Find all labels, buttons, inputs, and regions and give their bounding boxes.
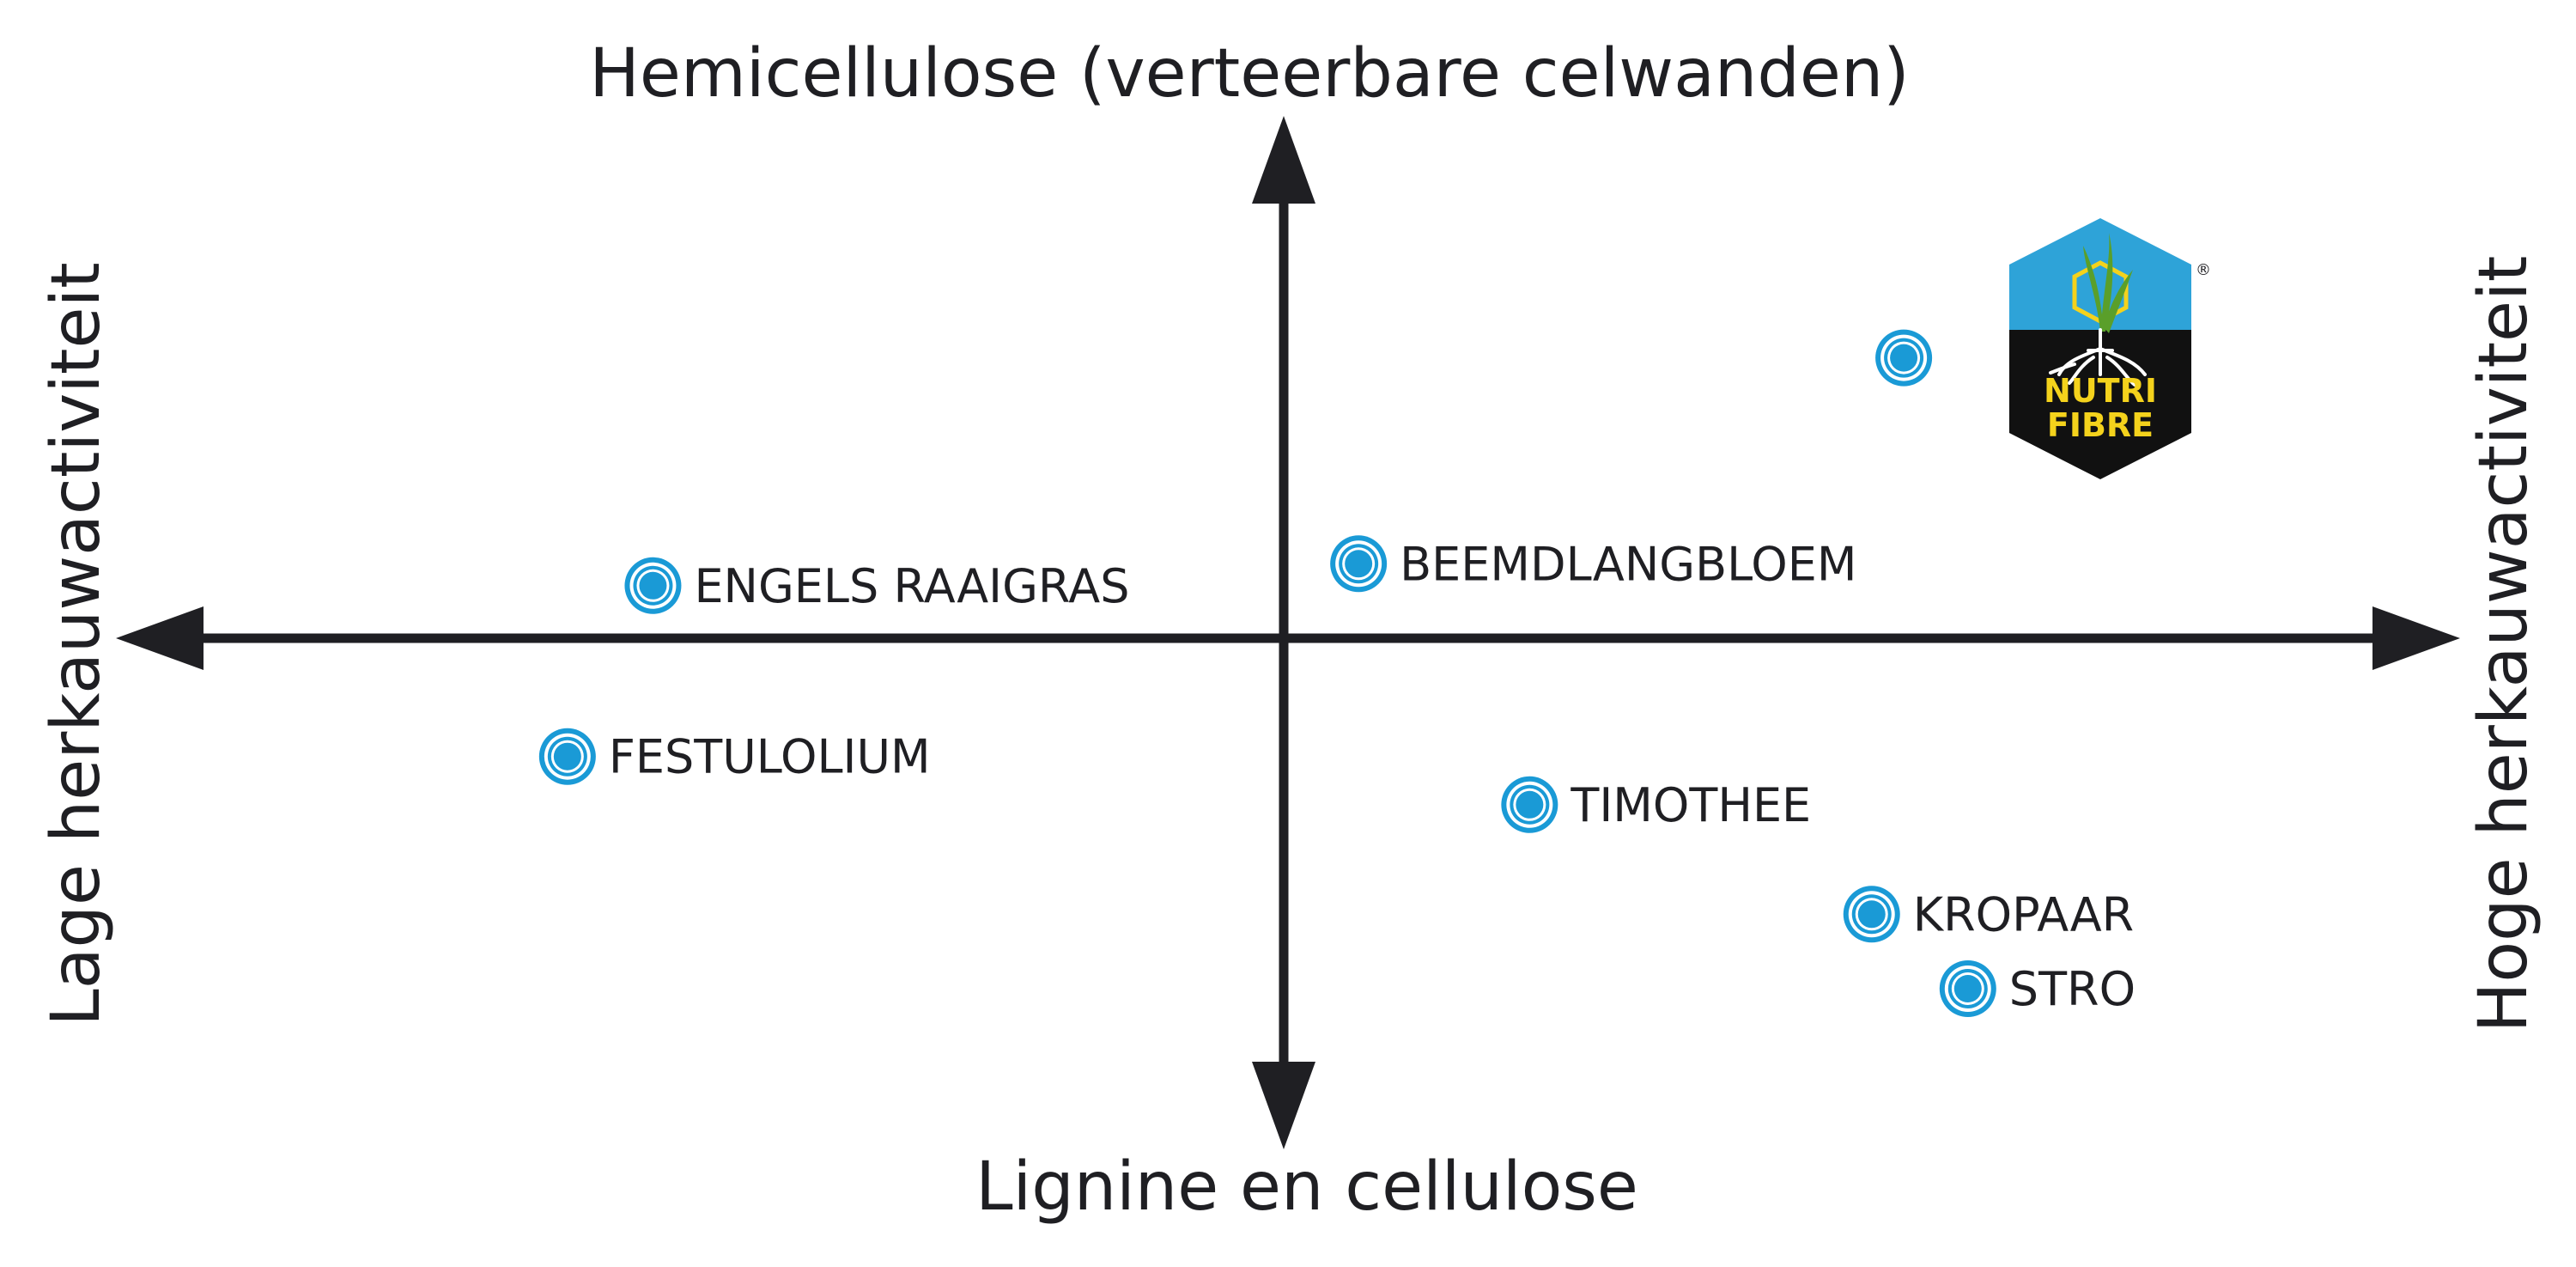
logo-registered-mark: ® bbox=[2196, 261, 2211, 279]
data-point-engels-raaigras: ENGELS RAAIGRAS bbox=[624, 557, 1129, 614]
arrow-right-icon bbox=[2372, 606, 2460, 670]
nutri-fibre-logo: NUTRI FIBRE ® bbox=[2009, 218, 2211, 479]
data-point-beemdlangbloem: BEEMDLANGBLOEM bbox=[1330, 535, 1857, 593]
data-point-logo bbox=[1875, 329, 1933, 387]
axis-label-left: Lage herkauwactiviteit bbox=[38, 262, 115, 1026]
point-label-stro: STRO bbox=[2009, 962, 2136, 1016]
point-marker-core bbox=[553, 742, 581, 771]
point-marker-core bbox=[639, 571, 667, 600]
point-label-beemdlangbloem: BEEMDLANGBLOEM bbox=[1400, 537, 1856, 591]
data-points: BEEMDLANGBLOEM ENGELS RAAIGRAS FESTULOLIUM… bbox=[538, 329, 2136, 1017]
point-label-timothee: TIMOTHEE bbox=[1570, 778, 1811, 832]
axis-label-bottom: Lignine en cellulose bbox=[975, 1148, 1638, 1226]
point-marker-core bbox=[1953, 975, 1982, 1002]
logo-text-line1: NUTRI bbox=[2044, 372, 2157, 410]
point-marker-core bbox=[1345, 550, 1373, 578]
axis-label-top: Hemicellulose (verteerbare celwanden) bbox=[589, 35, 1909, 113]
point-label-festulolium: FESTULOLIUM bbox=[609, 730, 931, 784]
logo-text-line2: FIBRE bbox=[2047, 406, 2154, 444]
point-label-engels-raaigras: ENGELS RAAIGRAS bbox=[694, 559, 1129, 613]
data-point-timothee: TIMOTHEE bbox=[1501, 776, 1811, 833]
data-point-festulolium: FESTULOLIUM bbox=[538, 728, 931, 785]
point-marker-core bbox=[1516, 790, 1544, 819]
point-marker-core bbox=[1857, 900, 1886, 929]
arrow-left-icon bbox=[116, 606, 204, 670]
data-point-kropaar: KROPAAR bbox=[1843, 886, 2134, 943]
data-point-stro: STRO bbox=[1939, 960, 2136, 1017]
axes bbox=[116, 116, 2460, 1149]
point-marker-core bbox=[1890, 344, 1918, 372]
logo-roots-icon bbox=[2049, 328, 2147, 387]
logo-grass-icon bbox=[2083, 233, 2133, 333]
arrow-up-icon bbox=[1252, 116, 1315, 204]
arrow-down-icon bbox=[1252, 1062, 1315, 1149]
axis-label-right: Hoge herkauwactiviteit bbox=[2465, 256, 2543, 1033]
point-label-kropaar: KROPAAR bbox=[1913, 887, 2134, 941]
